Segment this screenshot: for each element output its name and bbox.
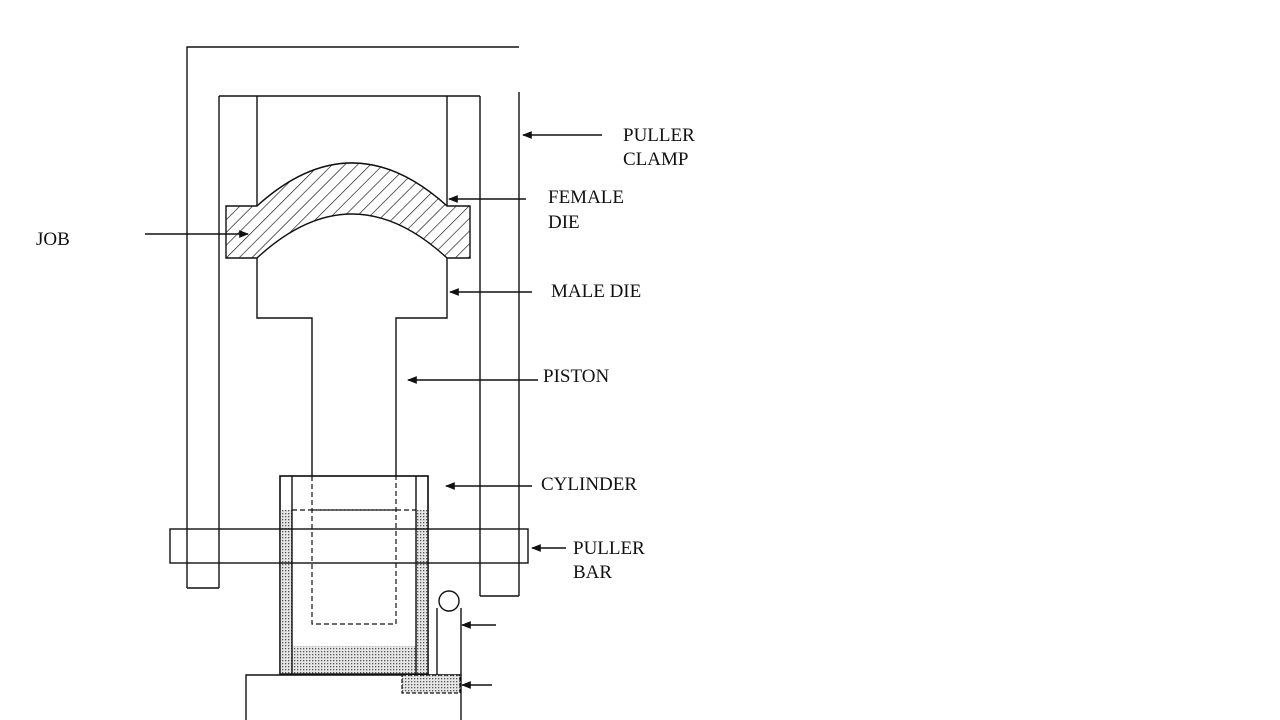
puller-clamp [186,46,520,597]
job-workpiece [225,162,471,259]
puller-bar [169,528,529,564]
label-piston: PISTON [543,366,609,387]
male-die [256,258,448,476]
leader-arrows [145,131,602,689]
label-male-die: MALE DIE [551,281,641,302]
label-cylinder: CYLINDER [541,474,637,495]
label-puller-clamp-line2: CLAMP [623,149,688,170]
label-puller-bar-line1: PULLER [573,538,645,559]
label-puller-clamp-line1: PULLER [623,125,695,146]
label-female-die-line1: FEMALE [548,187,624,208]
label-female-die-line2: DIE [548,212,580,233]
label-job: JOB [36,229,70,250]
label-puller-bar-line2: BAR [573,562,612,583]
base-block [245,590,462,720]
cylinder [279,475,429,675]
